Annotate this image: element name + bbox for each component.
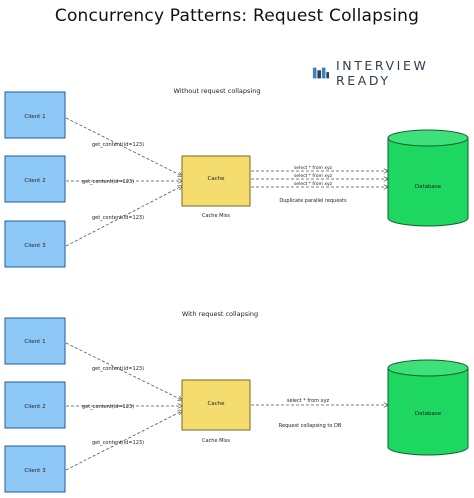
query-note: Request collapsing to DB [279,423,342,429]
request-label: get_content(id=123) [92,366,144,372]
client-label: Client 1 [24,339,45,345]
client-box: Client 1 [4,91,66,139]
request-label: get_content(id=123) [82,179,134,185]
database-cylinder: Database [387,129,469,227]
cache-box: Cache [181,379,251,431]
brand-logo: INTERVIEW READY [312,58,474,88]
request-label: get_content(id=123) [82,404,134,410]
request-arrow [65,342,182,400]
query-note: Duplicate parallel requests [279,198,347,204]
page-title: Concurrency Patterns: Request Collapsing [54,6,420,26]
client-box: Client 2 [4,155,66,203]
request-arrow [65,186,182,247]
client-box: Client 1 [4,317,66,365]
query-label: select * from xyz [294,165,333,171]
section-heading: With request collapsing [182,310,258,318]
section-without-collapsing: Without request collapsing Client 1 Clie… [4,87,469,268]
query-label: select * from xyz [287,398,330,404]
query-label: select * from xyz [294,173,333,179]
cache-note: Cache Miss [202,213,230,219]
section-with-collapsing: With request collapsing Client 1 Client … [4,310,469,493]
client-label: Client 3 [24,243,46,249]
request-label: get_content(id=123) [92,215,144,221]
cache-label: Cache [207,176,225,182]
cache-box: Cache [181,155,251,207]
brand-name: INTERVIEW READY [335,58,429,88]
database-label: Database [415,184,442,190]
ir-logo-icon [312,67,330,79]
request-arrow [65,411,182,471]
client-label: Client 3 [24,468,46,474]
client-box: Client 3 [4,445,66,493]
client-box: Client 2 [4,381,66,429]
request-label: get_content(id=123) [92,440,144,446]
query-label: select * from xyz [294,181,333,187]
client-label: Client 1 [24,114,45,120]
client-box: Client 3 [4,220,66,268]
client-label: Client 2 [24,178,45,184]
request-label: get_content(id=123) [92,142,144,148]
database-cylinder: Database [387,359,469,456]
cache-label: Cache [207,401,225,407]
section-heading: Without request collapsing [174,87,261,95]
database-label: Database [415,411,442,417]
cache-note: Cache Miss [202,438,230,444]
request-arrow [65,117,182,176]
client-label: Client 2 [24,404,45,410]
